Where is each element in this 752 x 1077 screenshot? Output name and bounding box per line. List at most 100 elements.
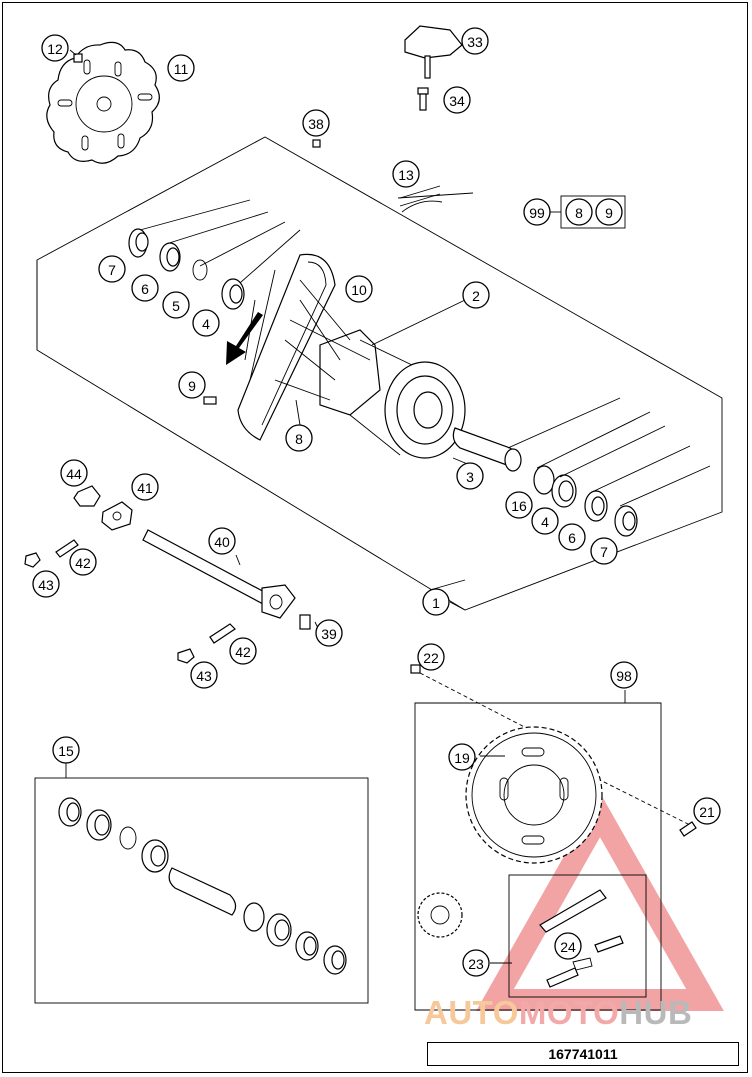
callout-number: 4 xyxy=(202,316,210,332)
callout-number: 1 xyxy=(432,595,440,611)
callout-number: 10 xyxy=(351,282,367,298)
callout-34: 34 xyxy=(443,86,471,114)
callout-number: 19 xyxy=(454,750,470,766)
callout-2: 2 xyxy=(462,281,490,309)
callout-42: 42 xyxy=(229,637,257,665)
callout-number: 42 xyxy=(75,555,91,571)
leader-lines xyxy=(235,192,512,964)
callout-number: 40 xyxy=(214,534,230,550)
callout-3: 3 xyxy=(456,462,484,490)
callout-24: 24 xyxy=(554,932,582,960)
callout-number: 43 xyxy=(38,577,54,593)
callout-33: 33 xyxy=(461,27,489,55)
callout-number: 21 xyxy=(699,804,715,820)
small-nipple xyxy=(312,139,321,148)
callout-number: 23 xyxy=(468,956,484,972)
callout-19: 19 xyxy=(448,743,476,771)
axle-nut xyxy=(73,485,101,507)
seat-cap xyxy=(404,25,463,111)
adjuster-nut xyxy=(24,552,41,568)
wheel-hub xyxy=(274,279,466,459)
callout-16: 16 xyxy=(505,491,533,519)
right-bearing-stack xyxy=(452,397,711,537)
callout-number: 7 xyxy=(600,544,608,560)
callout-number: 11 xyxy=(174,61,189,77)
callout-number: 43 xyxy=(196,668,212,684)
callout-number: 6 xyxy=(141,281,149,297)
callout-12: 12 xyxy=(41,34,69,62)
callout-41: 41 xyxy=(131,473,159,501)
callout-number: 24 xyxy=(560,939,576,955)
callout-number: 44 xyxy=(66,466,82,482)
callout-22: 22 xyxy=(417,643,445,671)
callout-number: 98 xyxy=(616,668,632,684)
callout-6: 6 xyxy=(131,274,159,302)
callout-4: 4 xyxy=(531,507,559,535)
callout-number: 39 xyxy=(321,626,337,642)
front-sprocket xyxy=(417,892,463,938)
callout-40: 40 xyxy=(208,527,236,555)
callout-number: 8 xyxy=(295,431,303,447)
chain-adjuster xyxy=(101,501,133,531)
callout-number: 8 xyxy=(575,205,583,221)
callout-1: 1 xyxy=(422,588,450,616)
callout-98: 98 xyxy=(610,661,638,689)
callout-number: 42 xyxy=(235,644,251,660)
disc-screw xyxy=(69,49,83,63)
brake-disc xyxy=(46,41,160,164)
callout-number: 22 xyxy=(423,650,439,666)
callout-99: 99 xyxy=(523,198,551,226)
sprocket-nut xyxy=(679,821,697,837)
callout-7: 7 xyxy=(98,255,126,283)
callout-5: 5 xyxy=(162,291,190,319)
bearing-set-box xyxy=(34,777,369,1004)
callout-21: 21 xyxy=(693,797,721,825)
callout-44: 44 xyxy=(60,459,88,487)
callout-39: 39 xyxy=(315,619,343,647)
callout-43: 43 xyxy=(190,661,218,689)
callout-number: 2 xyxy=(472,288,480,304)
callout-number: 15 xyxy=(58,743,74,759)
callout-13: 13 xyxy=(392,160,420,188)
callout-number: 3 xyxy=(466,469,474,485)
sprocket xyxy=(465,726,603,864)
callout-number: 41 xyxy=(137,480,153,496)
left-bearing-stack xyxy=(128,199,301,310)
adjuster-bolt-2 xyxy=(209,623,236,644)
callout-8: 8 xyxy=(285,424,313,452)
callout-number: 38 xyxy=(308,116,324,132)
watermark-text: AUTOMOTOHUB xyxy=(424,994,693,1031)
callout-6: 6 xyxy=(558,523,586,551)
callout-7: 7 xyxy=(590,537,618,565)
adjuster-nut-2 xyxy=(177,648,195,664)
document-number-text: 167741011 xyxy=(548,1046,618,1062)
axle xyxy=(142,529,296,619)
drive-chain xyxy=(508,874,647,998)
callout-number: 9 xyxy=(605,205,613,221)
callout-number: 4 xyxy=(541,514,549,530)
callout-43: 43 xyxy=(32,570,60,598)
watermark-triangle xyxy=(476,792,724,1011)
callout-23: 23 xyxy=(462,949,490,977)
callout-38: 38 xyxy=(302,109,330,137)
callout-4: 4 xyxy=(192,309,220,337)
document-number: 167741011 xyxy=(427,1042,739,1066)
callout-8: 8 xyxy=(565,198,593,226)
callout-number: 33 xyxy=(467,34,483,50)
spoke-bundle xyxy=(399,185,443,213)
direction-arrow xyxy=(226,312,263,365)
callout-9: 9 xyxy=(595,198,623,226)
callout-number: 16 xyxy=(511,498,527,514)
callout-number: 13 xyxy=(398,167,414,183)
callout-number: 9 xyxy=(188,378,196,394)
callout-number: 34 xyxy=(449,93,465,109)
callout-9: 9 xyxy=(178,371,206,399)
callout-number: 5 xyxy=(172,298,180,314)
callout-number: 12 xyxy=(47,41,63,57)
callout-11: 11 xyxy=(167,54,195,82)
callout-number: 7 xyxy=(108,262,116,278)
